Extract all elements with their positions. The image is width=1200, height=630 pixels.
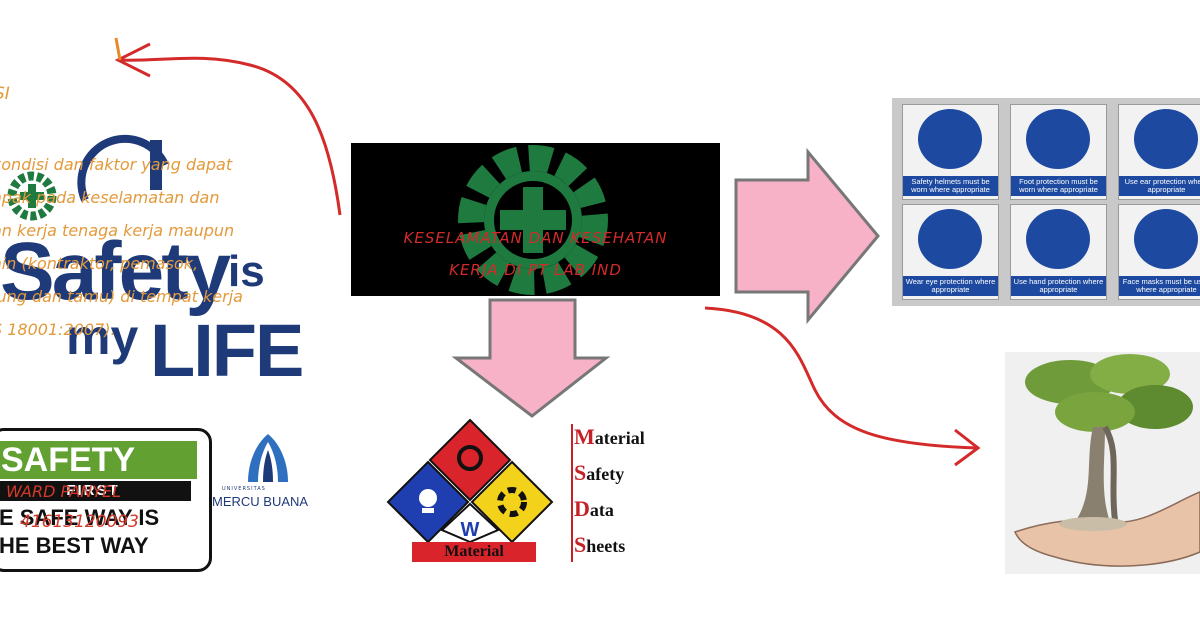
logo-word-is: is bbox=[228, 247, 265, 296]
msds-graphic: W Material Material Safety Data Sheets bbox=[380, 418, 700, 568]
water-reactive-mark: W bbox=[461, 519, 480, 541]
university-name: MERCU BUANA bbox=[212, 494, 309, 509]
logo-word-my: my bbox=[66, 309, 139, 365]
tree-in-hand-illustration bbox=[1005, 352, 1200, 574]
safety-first-band: FIRST bbox=[0, 481, 191, 501]
curve-arrow-to-tree bbox=[704, 306, 979, 450]
tree-icon bbox=[1013, 354, 1200, 567]
pink-arrow-down bbox=[451, 298, 611, 418]
author-nim: 41613120093 bbox=[20, 512, 139, 532]
ppe-sign-helmet: Safety helmets must be worn where approp… bbox=[902, 104, 999, 200]
boot-icon bbox=[1026, 109, 1090, 169]
ppe-sign-ear: Use ear protection where appropriate bbox=[1118, 104, 1200, 200]
definition-line: ain (kontraktor, pemasok, bbox=[0, 254, 199, 273]
logo-word-life: LIFE bbox=[150, 309, 304, 392]
definition-line: S 18001:2007). bbox=[0, 320, 116, 339]
face-mask-icon bbox=[1134, 209, 1198, 269]
ppe-sign-eye: Wear eye protection where appropriate bbox=[902, 204, 999, 300]
k3-title-line-2: KERJA DI PT LAB IND bbox=[449, 261, 622, 279]
definition-paragraph: kondisi dan faktor yang dapat apak pada … bbox=[0, 148, 352, 346]
safety-first-line-2: HE BEST WAY bbox=[0, 533, 149, 558]
pink-arrow-right bbox=[734, 147, 880, 325]
definition-line: jung dan tamu) di tempat kerja bbox=[0, 287, 243, 306]
msds-material-label: Material bbox=[412, 542, 536, 562]
university-subtitle: UNIVERSITAS bbox=[222, 486, 266, 492]
mercu-buana-logo-icon bbox=[248, 434, 288, 482]
msds-row: Material bbox=[574, 424, 645, 449]
curve-arrowhead-right bbox=[954, 428, 981, 467]
author-name: WARD PANYEL bbox=[6, 482, 122, 501]
helmet-icon bbox=[918, 109, 982, 169]
hazard-diamond-icon: W bbox=[386, 418, 554, 543]
definition-line: apak pada keselamatan dan bbox=[0, 188, 220, 207]
orange-tick bbox=[114, 37, 122, 61]
ear-protection-icon bbox=[1134, 109, 1198, 169]
glove-icon bbox=[1026, 209, 1090, 269]
skull-icon bbox=[419, 489, 437, 507]
ppe-sign-boots: Foot protection must be worn where appro… bbox=[1010, 104, 1107, 200]
msds-row: Sheets bbox=[574, 532, 626, 557]
msds-red-bar bbox=[571, 424, 573, 562]
radiation-icon bbox=[497, 487, 527, 517]
goggles-icon bbox=[918, 209, 982, 269]
k3-title-card: KESELAMATAN DAN KESEHATAN KERJA DI PT LA… bbox=[351, 143, 720, 296]
definition-title: SI bbox=[0, 84, 10, 104]
safety-first-sign: SAFETY FIRST E SAFE WAY IS HE BEST WAY bbox=[0, 428, 212, 572]
definition-line: an kerja tenaga kerja maupun bbox=[0, 221, 235, 240]
safety-is-my-life-logo: Safety is my LIFE bbox=[0, 120, 304, 400]
safety-first-line-1: E SAFE WAY IS bbox=[0, 505, 160, 530]
green-gear-cross-icon bbox=[7, 171, 57, 221]
ppe-signs-panel: Safety helmets must be worn where approp… bbox=[892, 98, 1200, 306]
curve-arrowhead-left bbox=[114, 42, 151, 78]
logo-word-safety: Safety bbox=[0, 226, 231, 317]
msds-row: Data bbox=[574, 496, 614, 521]
headset-icon bbox=[77, 134, 169, 202]
definition-line: kondisi dan faktor yang dapat bbox=[0, 155, 233, 174]
ppe-sign-hand: Use hand protection where appropriate bbox=[1010, 204, 1107, 300]
msds-row: Safety bbox=[574, 460, 625, 485]
ppe-sign-face: Face masks must be used where appropriat… bbox=[1118, 204, 1200, 300]
green-gear-cross-icon bbox=[458, 145, 608, 295]
biohazard-icon bbox=[457, 445, 483, 471]
k3-title-line-1: KESELAMATAN DAN KESEHATAN bbox=[403, 229, 668, 247]
safety-first-top-text: SAFETY bbox=[0, 441, 197, 479]
curve-arrow-to-logo bbox=[117, 56, 342, 216]
